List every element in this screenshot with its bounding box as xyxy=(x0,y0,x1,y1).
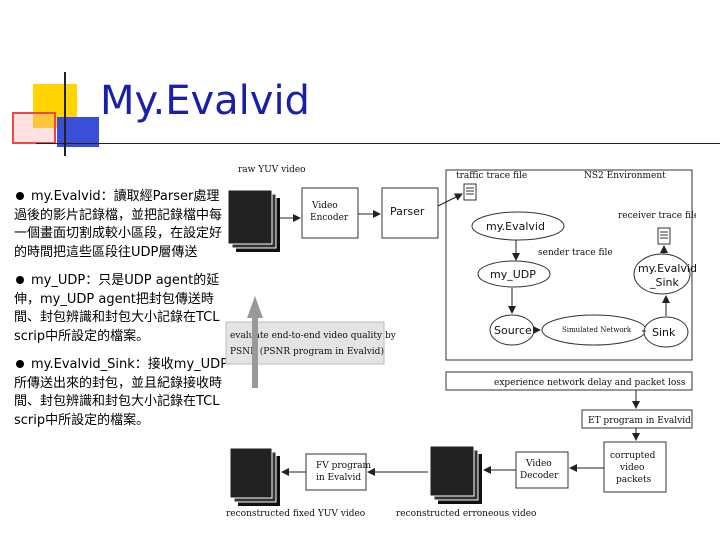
raw-video-stack-icon xyxy=(227,189,280,252)
bullet-myudp: my_UDP：只是UDP agent的延伸，my_UDP agent把封包傳送時… xyxy=(14,272,230,346)
myevalvid-sink-label-1: my.Evalvid xyxy=(638,262,696,275)
sink-label: Sink xyxy=(652,326,676,339)
reconstructed-fixed-label: reconstructed fixed YUV video xyxy=(226,509,365,519)
corrupted-label-3: packets xyxy=(616,475,652,485)
evalvid-architecture-diagram: raw YUV video Video Encoder Parser NS2 E… xyxy=(225,165,696,519)
myevalvid-node xyxy=(471,211,565,241)
video-encoder-label-1: Video xyxy=(311,201,338,211)
source-label: Source xyxy=(494,324,532,337)
decor-vertical-line xyxy=(64,72,66,156)
bullet-dot-icon xyxy=(16,192,24,200)
sim-network-label: Simulated Network xyxy=(562,326,632,334)
receiver-trace-file-icon xyxy=(657,227,671,245)
video-encoder-box xyxy=(301,187,359,239)
decor-red-square xyxy=(12,112,56,144)
bullet-text: my.Evalvid_Sink：接收my_UDP所傳送出來的封包，並且紀錄接收時… xyxy=(14,357,229,428)
et-program-label: ET program in Evalvid xyxy=(588,416,691,426)
video-decoder-box xyxy=(515,451,569,489)
parser-box xyxy=(381,187,439,239)
sender-trace-label: sender trace file xyxy=(538,248,613,258)
bullet-dot-icon xyxy=(16,360,24,368)
raw-yuv-label: raw YUV video xyxy=(238,165,306,175)
experience-network-bar xyxy=(445,371,693,391)
traffic-trace-file-icon xyxy=(463,183,477,201)
fv-program-label-1: FV program xyxy=(316,461,372,471)
myevalvid-label: my.Evalvid xyxy=(486,220,545,233)
corrupted-label-1: corrupted xyxy=(610,451,656,461)
corrupted-packets-box xyxy=(603,441,667,493)
bullet-myevalvid-sink: my.Evalvid_Sink：接收my_UDP所傳送出來的封包，並且紀錄接收時… xyxy=(14,356,230,430)
corrupted-label-2: video xyxy=(619,463,644,473)
experience-label: experience network delay and packet loss xyxy=(494,378,686,388)
erroneous-video-stack-icon xyxy=(429,445,482,504)
bullet-text: my_UDP：只是UDP agent的延伸，my_UDP agent把封包傳送時… xyxy=(14,273,220,344)
video-decoder-label-1: Video xyxy=(525,459,552,469)
up-arrow-shaft xyxy=(252,314,258,388)
sink-node xyxy=(643,316,689,348)
bullet-list: my.Evalvid：讀取經Parser處理過後的影片記錄檔，並把記錄檔中每一個… xyxy=(14,188,230,440)
evaluate-label-2: PSNR (PSNR program in Evalvid) xyxy=(230,346,384,357)
video-decoder-label-2: Decoder xyxy=(520,471,559,481)
myudp-label: my_UDP xyxy=(490,268,536,281)
bullet-dot-icon xyxy=(16,276,24,284)
bullet-text: my.Evalvid：讀取經Parser處理過後的影片記錄檔，並把記錄檔中每一個… xyxy=(14,189,223,260)
evaluate-psnr-box xyxy=(225,321,385,365)
slide-title: My.Evalvid xyxy=(100,78,310,124)
parser-label: Parser xyxy=(390,205,425,218)
bullet-myevalvid: my.Evalvid：讀取經Parser處理過後的影片記錄檔，並把記錄檔中每一個… xyxy=(14,188,230,262)
evaluate-label-1: evaluate end-to-end video quality by xyxy=(230,331,397,341)
traffic-trace-label: traffic trace file xyxy=(456,171,527,181)
reconstructed-err-label: reconstructed erroneous video xyxy=(396,509,536,519)
myevalvid-sink-node xyxy=(633,253,691,295)
video-encoder-label-2: Encoder xyxy=(310,213,349,223)
fv-program-box xyxy=(305,453,367,491)
myevalvid-sink-label-2: _Sink xyxy=(649,276,680,289)
ns2-env-label: NS2 Environment xyxy=(584,171,666,181)
up-arrow-head xyxy=(247,296,263,318)
et-program-box xyxy=(581,409,693,429)
myudp-node xyxy=(477,260,551,288)
receiver-trace-label: receiver trace file xyxy=(618,211,696,221)
title-underline xyxy=(36,143,720,144)
reconstructed-fixed-stack-icon xyxy=(229,447,280,506)
fv-program-label-2: in Evalvid xyxy=(316,473,361,483)
